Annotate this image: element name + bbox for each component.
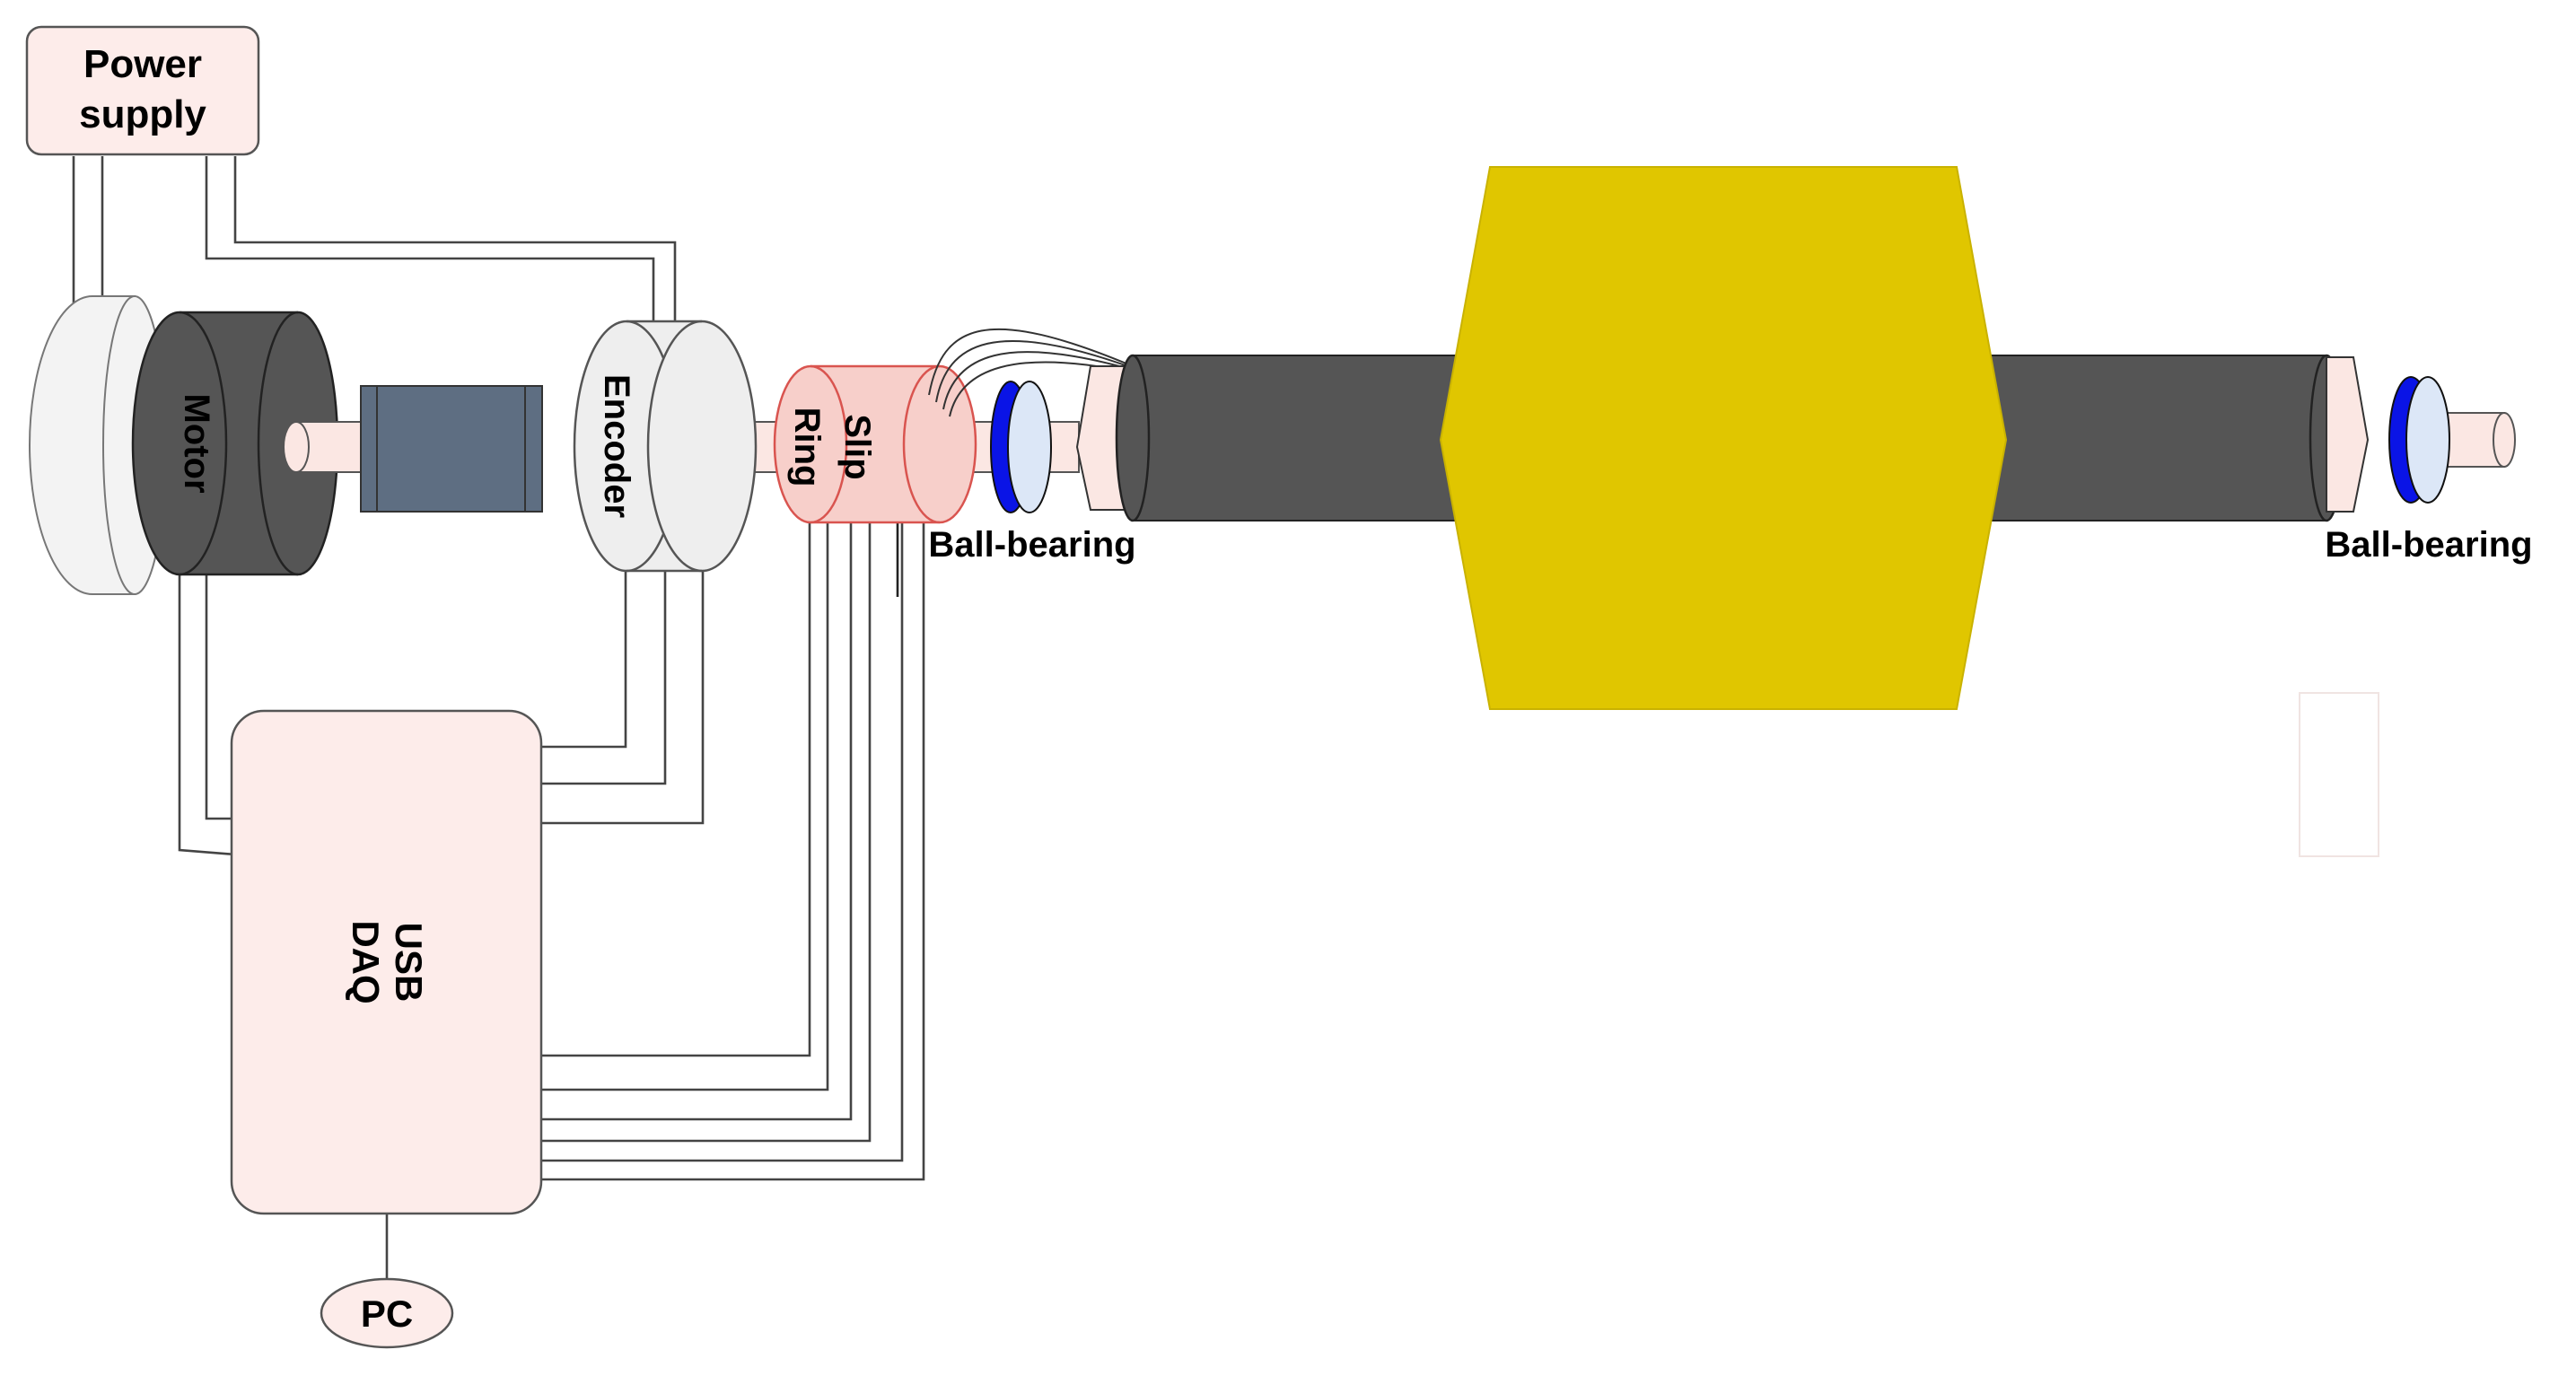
slipring-daq-wire-3 [541, 522, 853, 1121]
ball-bearing-right: Ball-bearing [2325, 376, 2533, 565]
slipring-daq-wire-1 [541, 522, 811, 1057]
motor-label: Motor [177, 393, 216, 493]
encoder: Encoder [573, 320, 758, 573]
bearing-right-label: Ball-bearing [2325, 525, 2532, 565]
encoder-label: Encoder [597, 374, 636, 518]
encoder-daq-wire-3 [541, 571, 705, 825]
bearing-left-face [1007, 381, 1052, 513]
faint-placeholder-box [2299, 692, 2379, 857]
encoder-daq-wire-2 [541, 571, 667, 785]
bearing-right-face [2405, 376, 2450, 504]
test-section-block [1439, 166, 2008, 710]
connector-right-body [2326, 356, 2370, 513]
usb-daq: USB DAQ [230, 709, 543, 1215]
slipring-daq-wire-5 [541, 522, 904, 1162]
gold-hexagon-block [1439, 166, 2008, 710]
connector-right [2326, 356, 2370, 513]
power-supply-box [25, 25, 260, 156]
encoder-daq-wire-1 [541, 571, 627, 749]
motor-daq-wire-1 [178, 574, 236, 856]
slipring-daq-wire-4 [541, 522, 872, 1143]
coupling-body [360, 385, 543, 513]
usb-daq-label-2: DAQ [345, 920, 387, 1004]
bearing-left-label: Ball-bearing [928, 525, 1135, 565]
wiring [72, 156, 925, 1282]
pc: PC [320, 1277, 454, 1349]
motor-daq-wire-2 [205, 574, 235, 820]
encoder-front [646, 320, 758, 573]
usb-daq-box [230, 709, 543, 1215]
ball-bearing-left: Ball-bearing [928, 381, 1136, 565]
power-encoder-wire-2 [233, 156, 677, 323]
power-supply: Power supply [25, 25, 260, 156]
pc-ellipse [320, 1277, 454, 1349]
power-encoder-wire-1 [205, 156, 655, 323]
coupling [360, 385, 543, 513]
slip-ring-label-2: Ring [787, 408, 827, 487]
slipring-daq-wire-2 [541, 522, 829, 1091]
pipe-left-end [1115, 354, 1151, 522]
power-supply-label-2: supply [79, 92, 206, 136]
power-supply-label-1: Power [83, 42, 202, 86]
pc-label: PC [361, 1293, 413, 1335]
slip-ring-label-1: Slip [837, 414, 877, 479]
slipring-daq-wire-6 [541, 522, 925, 1181]
usb-daq-label-1: USB [388, 923, 430, 1003]
